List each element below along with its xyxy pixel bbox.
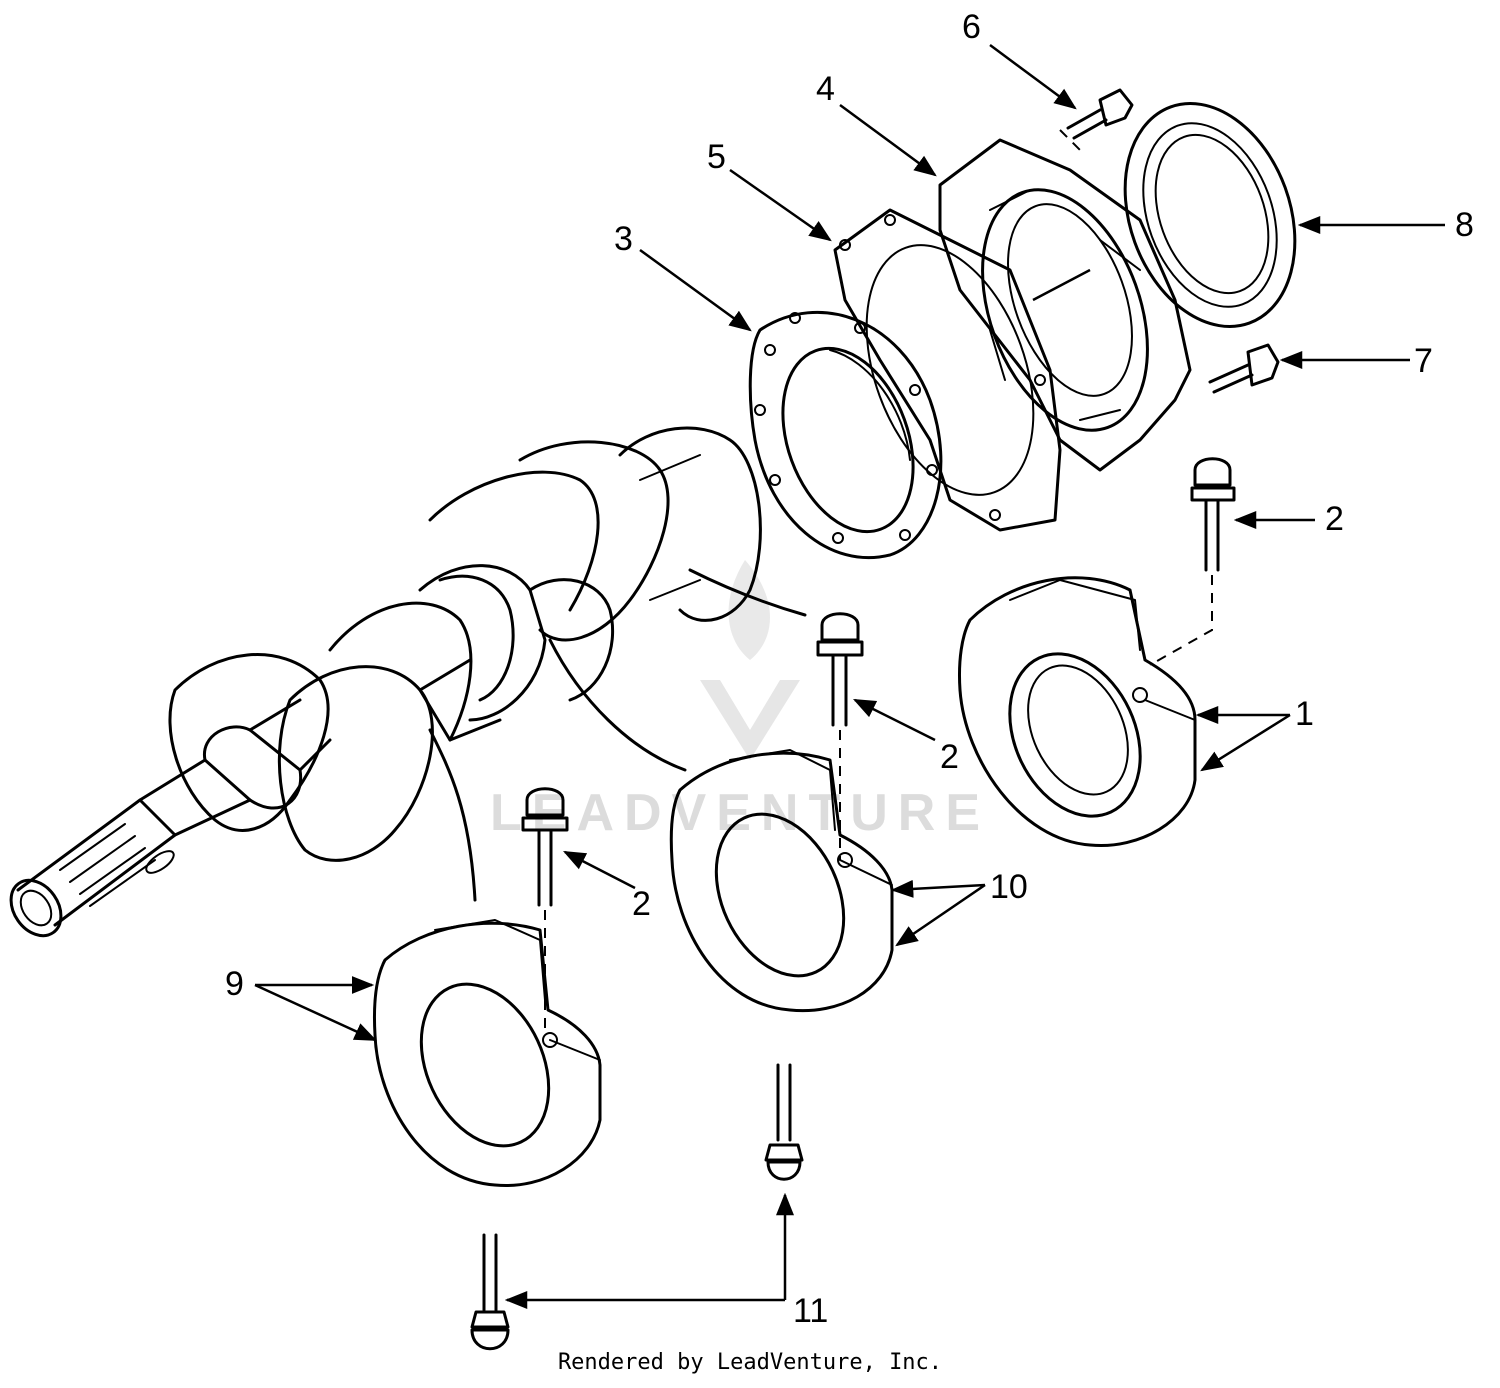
bolt-11-lower <box>470 1233 510 1351</box>
callout-9: 9 <box>225 965 244 1003</box>
part-8-seal <box>1123 102 1297 328</box>
crankshaft <box>9 426 807 938</box>
part-10-bearing-cap <box>669 749 894 1013</box>
callout-1: 1 <box>1295 695 1314 733</box>
watermark: LEADVENTURE <box>490 560 990 842</box>
part-7-bolt <box>1208 343 1280 394</box>
bolt-2-right <box>1149 457 1236 666</box>
leader-lines <box>254 43 1445 1309</box>
callout-labels: 6 4 5 3 8 7 2 1 2 10 2 9 11 <box>225 8 1474 1330</box>
callout-2-middle: 2 <box>940 738 959 776</box>
part-5-gasket <box>833 208 1062 532</box>
part-1-bearing-cap <box>958 576 1197 848</box>
callout-6: 6 <box>962 8 981 46</box>
part-4-housing <box>938 138 1192 472</box>
callout-2-right: 2 <box>1325 500 1344 538</box>
part-6-bolt <box>1059 88 1134 151</box>
callout-3: 3 <box>614 220 633 258</box>
callout-4: 4 <box>816 70 835 108</box>
part-9-bearing-cap <box>373 919 602 1188</box>
callout-11: 11 <box>793 1292 828 1330</box>
callout-7: 7 <box>1414 342 1433 380</box>
callout-10: 10 <box>990 868 1028 906</box>
callout-8: 8 <box>1455 206 1474 244</box>
render-credit: Rendered by LeadVenture, Inc. <box>557 1350 943 1375</box>
bolt-11-upper <box>764 1063 804 1181</box>
watermark-text: LEADVENTURE <box>490 784 990 842</box>
callout-2-left: 2 <box>632 885 651 923</box>
bolt-2-middle <box>816 612 864 860</box>
part-3-plate <box>748 310 943 560</box>
callout-5: 5 <box>707 138 726 176</box>
